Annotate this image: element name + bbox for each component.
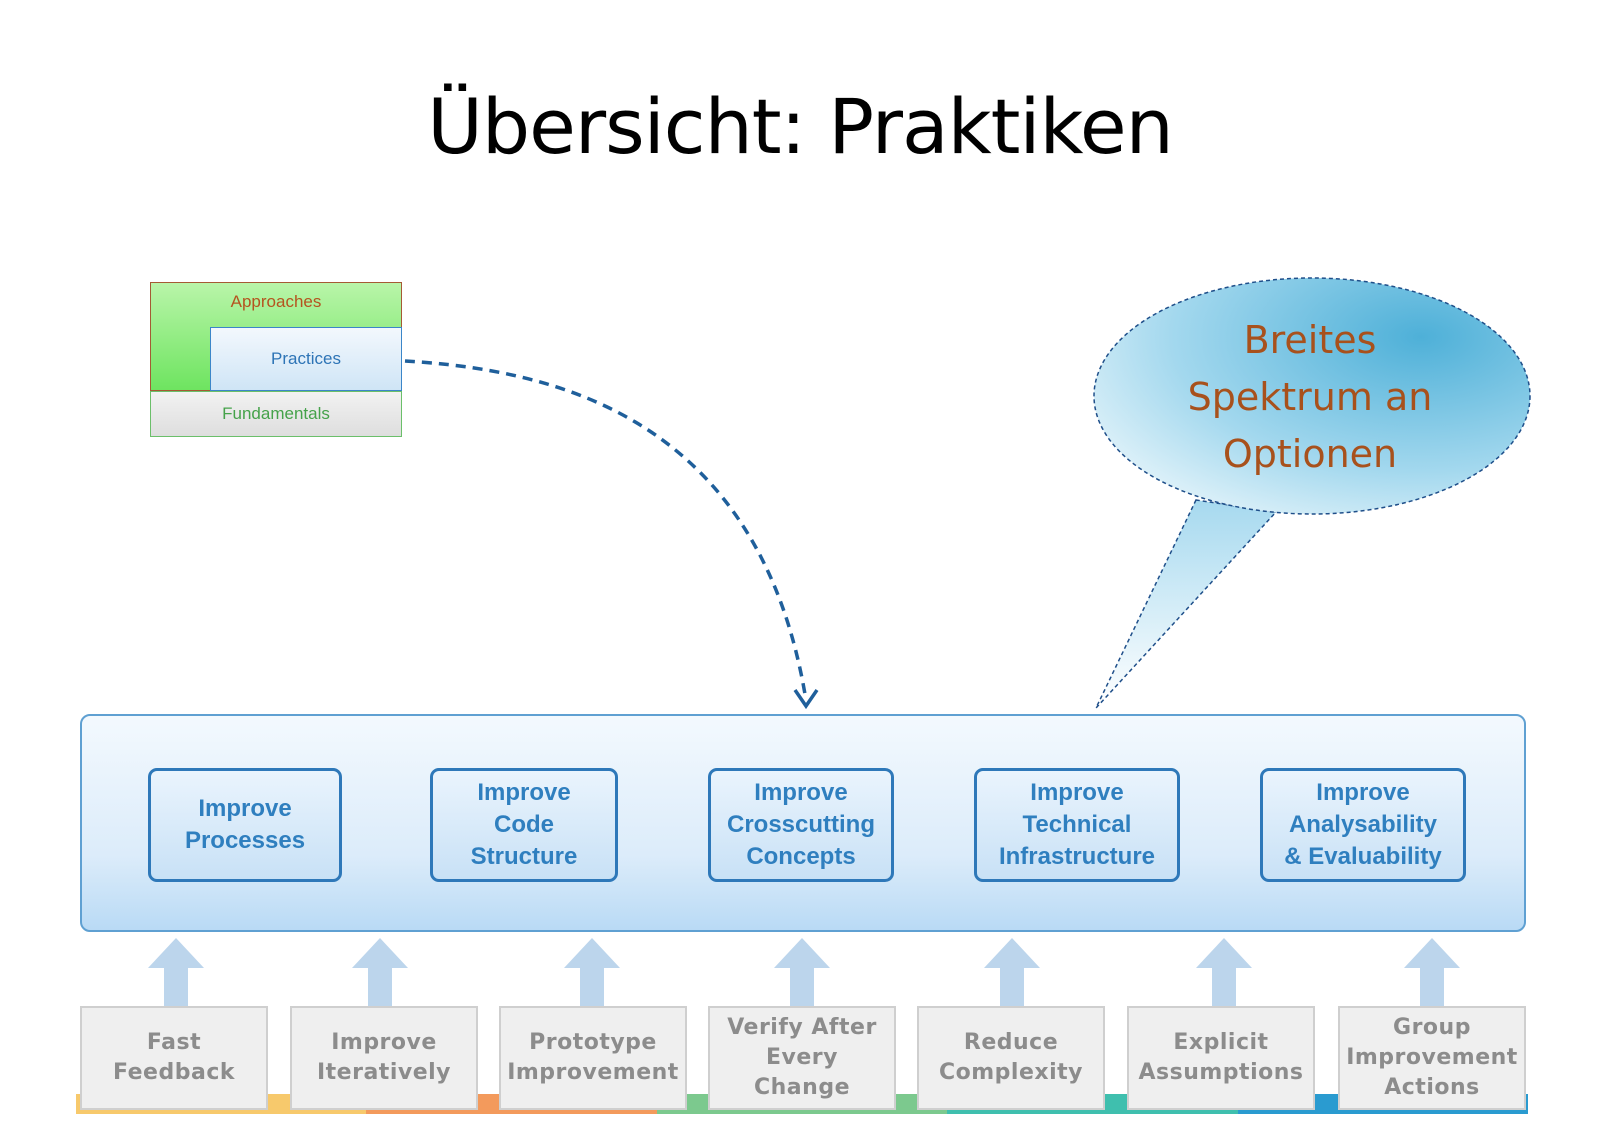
legend-approaches-label: Approaches — [230, 292, 322, 311]
practice-line: Improve — [1316, 779, 1410, 806]
up-arrow-icon — [352, 938, 408, 1006]
fundamental-line: Reduce — [963, 1030, 1059, 1055]
fundamental-reduce-complexity: Reduce Complexity — [917, 1006, 1105, 1110]
fundamental-improve-iteratively: Improve Iteratively — [290, 1006, 478, 1110]
fundamental-line: Iteratively — [316, 1060, 452, 1085]
up-arrow-icon — [148, 938, 204, 1006]
fundamental-line: Change — [754, 1075, 850, 1100]
fundamental-group-improvement-actions: Group Improvement Actions — [1338, 1006, 1526, 1110]
legend-practices-layer: Practices — [210, 327, 402, 391]
fundamental-line: Improvement — [1346, 1045, 1518, 1070]
callout-bubble — [1093, 277, 1531, 515]
callout-tail — [1095, 499, 1278, 709]
page-title: Übersicht: Praktiken — [427, 82, 1174, 171]
fundamental-explicit-assumptions: Explicit Assumptions — [1127, 1006, 1315, 1110]
practice-improve-processes: Improve Processes — [148, 768, 342, 882]
callout-line: Breites — [1243, 318, 1377, 362]
fundamental-line: Improvement — [507, 1060, 679, 1085]
fundamental-line: Every — [766, 1045, 838, 1070]
connector-arrow-head — [793, 689, 819, 710]
up-arrow-icon — [1404, 938, 1460, 1006]
fundamental-fast-feedback: Fast Feedback — [80, 1006, 268, 1110]
fundamental-line: Prototype — [529, 1030, 657, 1055]
legend-fundamentals-label: Fundamentals — [222, 404, 330, 423]
practice-line: Code — [494, 811, 554, 838]
fundamental-prototype-improvement: Prototype Improvement — [499, 1006, 687, 1110]
practice-line: Crosscutting — [726, 811, 875, 838]
practice-line: Improve — [477, 779, 571, 806]
fundamental-line: Actions — [1384, 1075, 1480, 1100]
fundamental-line: Verify After — [727, 1015, 877, 1040]
practice-improve-crosscutting-concepts: Improve Crosscutting Concepts — [708, 768, 894, 882]
up-arrow-icon — [774, 938, 830, 1006]
up-arrow-icon — [984, 938, 1040, 1006]
layer-legend: Approaches Practices Fundamentals — [150, 282, 402, 437]
practice-line: Improve — [1030, 779, 1124, 806]
up-arrow-icon — [1196, 938, 1252, 1006]
callout-text: Breites Spektrum an Optionen — [1150, 312, 1470, 483]
practice-line: Analysability — [1288, 811, 1438, 838]
fundamental-line: Group — [1393, 1015, 1471, 1040]
fundamental-line: Fast — [146, 1030, 202, 1055]
legend-fundamentals-layer: Fundamentals — [150, 391, 402, 437]
fundamental-verify-after-every-change: Verify After Every Change — [708, 1006, 896, 1110]
practice-line: Concepts — [746, 843, 856, 870]
callout-line: Optionen — [1222, 432, 1398, 476]
up-arrow-icon — [564, 938, 620, 1006]
practices-panel: Improve Processes Improve Code Structure… — [80, 714, 1526, 932]
practice-line: Processes — [184, 827, 306, 854]
fundamental-line: Assumptions — [1138, 1060, 1304, 1085]
practice-improve-code-structure: Improve Code Structure — [430, 768, 618, 882]
practice-improve-technical-infrastructure: Improve Technical Infrastructure — [974, 768, 1180, 882]
practice-line: Structure — [470, 843, 578, 870]
fundamental-line: Improve — [331, 1030, 437, 1055]
callout-line: Spektrum an — [1187, 375, 1433, 419]
connector-arrow — [404, 359, 808, 701]
fundamental-line: Explicit — [1173, 1030, 1269, 1055]
legend-practices-label: Practices — [271, 349, 341, 368]
practice-line: Improve — [754, 779, 848, 806]
practice-line: Technical — [1022, 811, 1132, 838]
practice-line: Infrastructure — [998, 843, 1156, 870]
fundamental-line: Feedback — [113, 1060, 235, 1085]
practice-line: Improve — [198, 795, 292, 822]
practice-line: & Evaluability — [1284, 843, 1442, 870]
fundamental-line: Complexity — [939, 1060, 1083, 1085]
practice-improve-analysability: Improve Analysability & Evaluability — [1260, 768, 1466, 882]
